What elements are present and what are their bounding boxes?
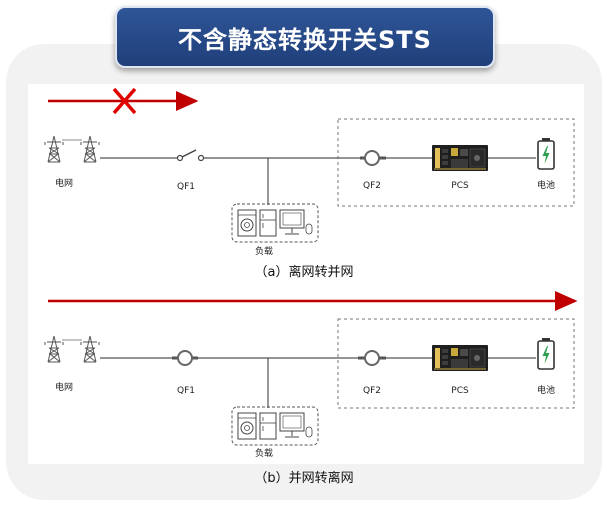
caption-a: （a）离网转并网 [255,264,354,280]
qf1-breaker-icon [172,350,198,366]
battery-icon [537,137,555,170]
pcs-icon [431,344,489,372]
battery-icon [537,337,555,370]
pcs-label: PCS [451,386,469,396]
panel-a: 电网 QF1 QF2 PCS 电池 负载 （a）离网转并网 [44,87,575,280]
pcs-icon [431,144,489,172]
load-label: 负载 [255,245,273,257]
caption-b: （b）并网转离网 [254,470,353,486]
content-area [28,84,584,464]
qf1-label: QF1 [177,386,195,396]
qf2-breaker-icon [360,150,386,166]
pcs-label: PCS [451,181,469,191]
blocked-cross-icon [112,87,137,115]
battery-label: 电池 [537,384,555,396]
title-banner: 不含静态转换开关STS [115,6,495,68]
qf1-label: QF1 [177,182,195,192]
pcs-battery-group-box-a [337,118,575,207]
qf2-breaker-icon [358,350,386,366]
page-title: 不含静态转换开关STS [178,25,432,54]
grid-label: 电网 [55,381,73,393]
battery-label: 电池 [537,179,555,191]
qf2-label: QF2 [363,386,381,396]
panel-b: 电网 QF1 QF2 PCS 电池 负载 （b）并网转离网 [44,291,578,486]
load-label: 负载 [255,447,273,459]
qf2-label: QF2 [363,181,381,191]
grid-label: 电网 [55,177,73,189]
qf1-open-switch-icon [176,149,205,162]
